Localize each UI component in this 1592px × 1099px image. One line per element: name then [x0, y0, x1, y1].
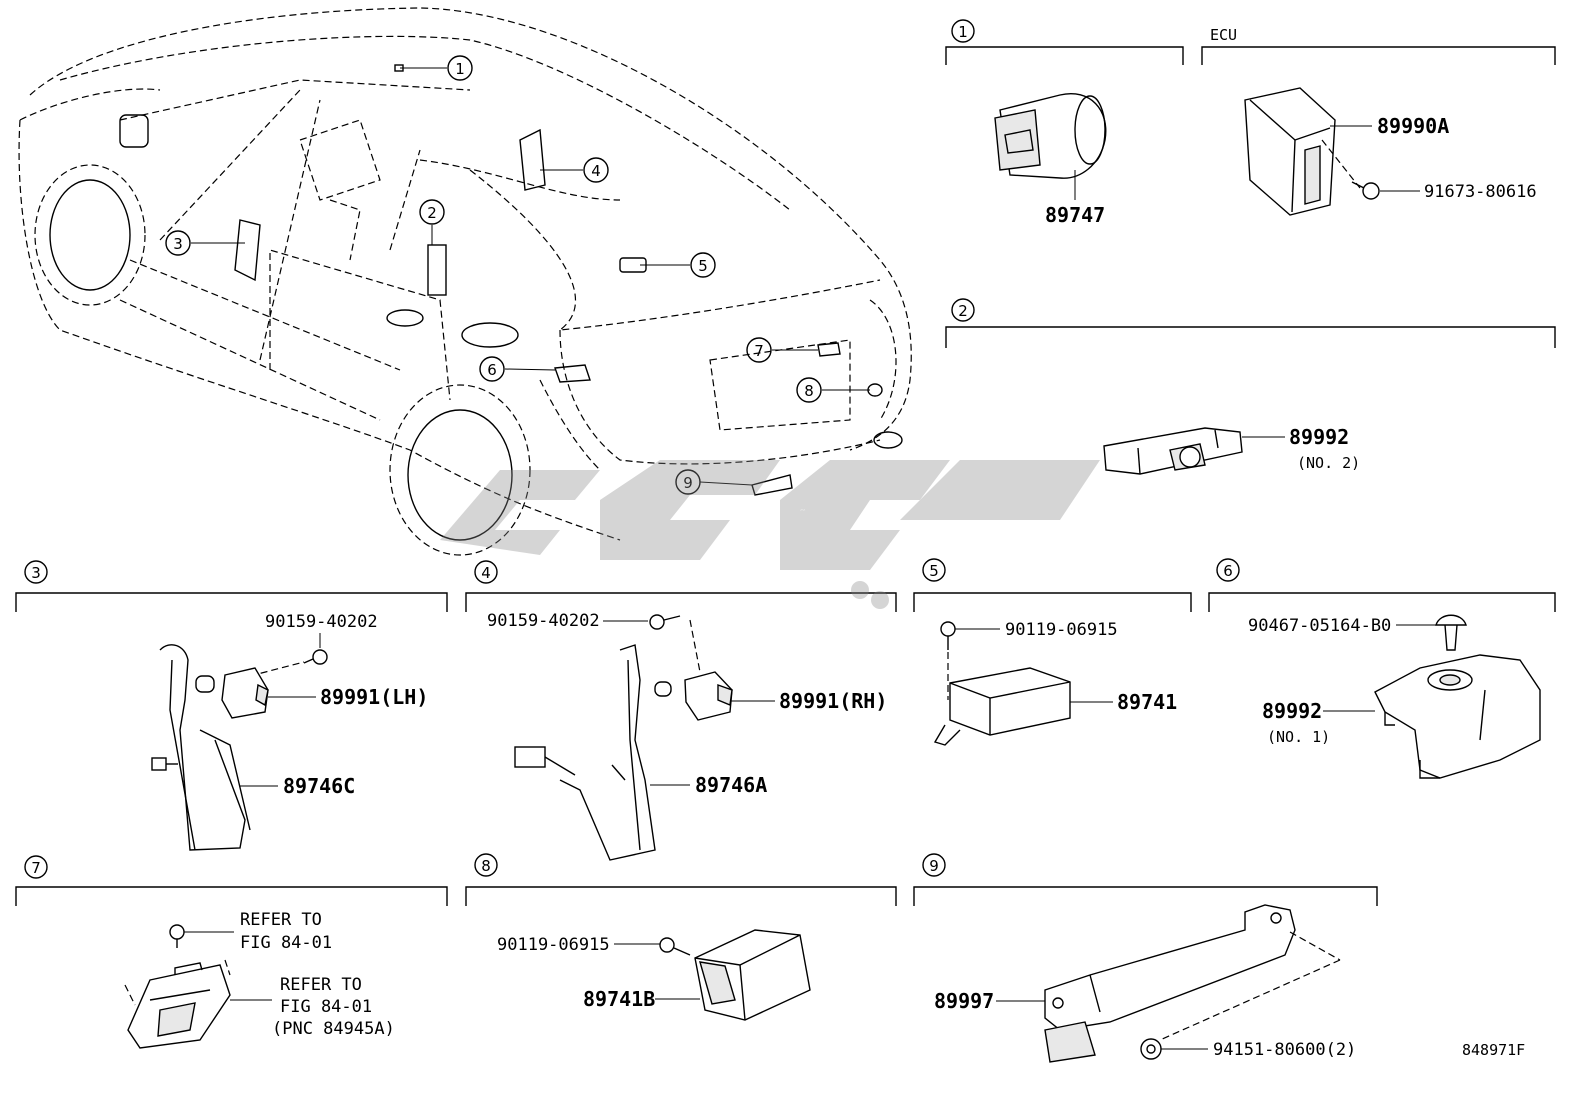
bolt-90119-8 [659, 937, 691, 956]
bolt-90159-lh [303, 649, 328, 665]
svg-text:89991(RH): 89991(RH) [779, 689, 887, 713]
svg-text:5: 5 [698, 257, 708, 275]
svg-text:9: 9 [929, 857, 939, 875]
part-89991-lh [221, 667, 269, 719]
svg-text:8: 8 [481, 857, 491, 875]
section-ecu: ECU 89990A 91673-80616 [1201, 26, 1556, 216]
svg-text:(NO. 1): (NO. 1) [1267, 728, 1330, 746]
svg-text:94151-80600(2): 94151-80600(2) [1213, 1040, 1356, 1060]
bolt-90119-5 [940, 621, 956, 650]
clip-94151 [1140, 1038, 1162, 1060]
svg-text:4: 4 [481, 564, 491, 582]
svg-text:6: 6 [1223, 562, 1233, 580]
svg-text:89746A: 89746A [695, 773, 767, 797]
svg-text:2: 2 [958, 302, 968, 320]
section-8: 8 90119-06915 89741B [465, 853, 897, 1021]
watermark-logo [440, 460, 1100, 609]
svg-text:3: 3 [31, 564, 41, 582]
callout-4 [583, 157, 609, 183]
svg-text:89992: 89992 [1289, 425, 1349, 449]
car-illustration [18, 7, 912, 556]
svg-text:(NO. 2): (NO. 2) [1297, 454, 1360, 472]
svg-text:90159-40202: 90159-40202 [265, 612, 378, 632]
car-callouts: 1 2 3 4 5 6 7 8 9 [165, 55, 822, 495]
nut-refer-84-01 [169, 924, 185, 948]
svg-text:5: 5 [929, 562, 939, 580]
section-3: 3 90159-40202 89991(LH) 89746C [15, 560, 448, 851]
svg-text:FIG 84-01: FIG 84-01 [240, 933, 332, 953]
svg-text:90119-06915: 90119-06915 [497, 935, 610, 955]
svg-text:7: 7 [754, 342, 764, 360]
part-camera-84945a [127, 962, 231, 1049]
callout-5 [690, 252, 716, 278]
part-89992-no2 [1103, 427, 1243, 475]
figure-code: 848971F [1462, 1041, 1525, 1059]
part-89990a [1244, 87, 1336, 216]
part-89746c [151, 644, 251, 851]
svg-text:89741: 89741 [1117, 690, 1177, 714]
svg-text:89991(LH): 89991(LH) [320, 685, 428, 709]
svg-text:90467-05164-B0: 90467-05164-B0 [1248, 616, 1391, 636]
part-89997 [1044, 904, 1296, 1063]
bolt-91673 [1351, 181, 1380, 200]
part-89991-rh [684, 671, 733, 721]
section-9: 9 89997 94151-80600(2) [913, 853, 1378, 1063]
part-89746a [514, 644, 672, 861]
callout-7 [746, 337, 772, 363]
svg-text:89992: 89992 [1262, 699, 1322, 723]
section-6: 6 90467-05164-B0 89992 (NO. 1) [1208, 558, 1556, 779]
svg-text:1: 1 [958, 23, 968, 41]
section-5: 5 90119-06915 89741 [913, 558, 1192, 746]
car-leaders [191, 67, 870, 486]
watermark-text: پی‌جی [800, 509, 806, 511]
svg-text:90159-40202: 90159-40202 [487, 611, 600, 631]
svg-text:6: 6 [487, 361, 497, 379]
svg-text:REFER TO: REFER TO [280, 975, 362, 995]
callout-3 [165, 230, 191, 256]
callout-8 [796, 377, 822, 403]
callout-9 [675, 469, 701, 495]
svg-text:90119-06915: 90119-06915 [1005, 620, 1118, 640]
svg-text:91673-80616: 91673-80616 [1424, 182, 1537, 202]
svg-text:89990A: 89990A [1377, 114, 1449, 138]
callout-1 [447, 55, 473, 81]
svg-text:89741B: 89741B [583, 987, 655, 1011]
svg-text:REFER TO: REFER TO [240, 910, 322, 930]
section-1: 1 89747 [945, 19, 1184, 227]
svg-text:89997: 89997 [934, 989, 994, 1013]
bolt-90159-rh [649, 614, 681, 630]
clip-90467 [1435, 614, 1467, 651]
svg-text:89746C: 89746C [283, 774, 355, 798]
svg-text:FIG 84-01: FIG 84-01 [280, 997, 372, 1017]
svg-text:7: 7 [31, 859, 41, 877]
svg-text:9: 9 [683, 474, 693, 492]
svg-text:(PNC 84945A): (PNC 84945A) [272, 1019, 395, 1039]
section-2: 2 89992 (NO. 2) [945, 298, 1556, 475]
callout-6 [479, 356, 505, 382]
svg-text:2: 2 [427, 204, 437, 222]
callout-2 [419, 199, 445, 225]
svg-text:89747: 89747 [1045, 203, 1105, 227]
svg-text:ECU: ECU [1210, 26, 1237, 44]
part-89992-no1 [1374, 654, 1541, 779]
svg-text:3: 3 [173, 235, 183, 253]
section-4: 4 90159-40202 89991(RH) 89746A [465, 560, 897, 861]
part-89741 [933, 667, 1071, 746]
svg-text:4: 4 [591, 162, 601, 180]
svg-text:8: 8 [804, 382, 814, 400]
svg-text:1: 1 [455, 60, 465, 78]
part-89747 [994, 93, 1107, 179]
section-7: 7 REFER TO FIG 84-01 REFER TO FIG 84-01 … [15, 855, 448, 1049]
part-89741b [694, 929, 811, 1021]
